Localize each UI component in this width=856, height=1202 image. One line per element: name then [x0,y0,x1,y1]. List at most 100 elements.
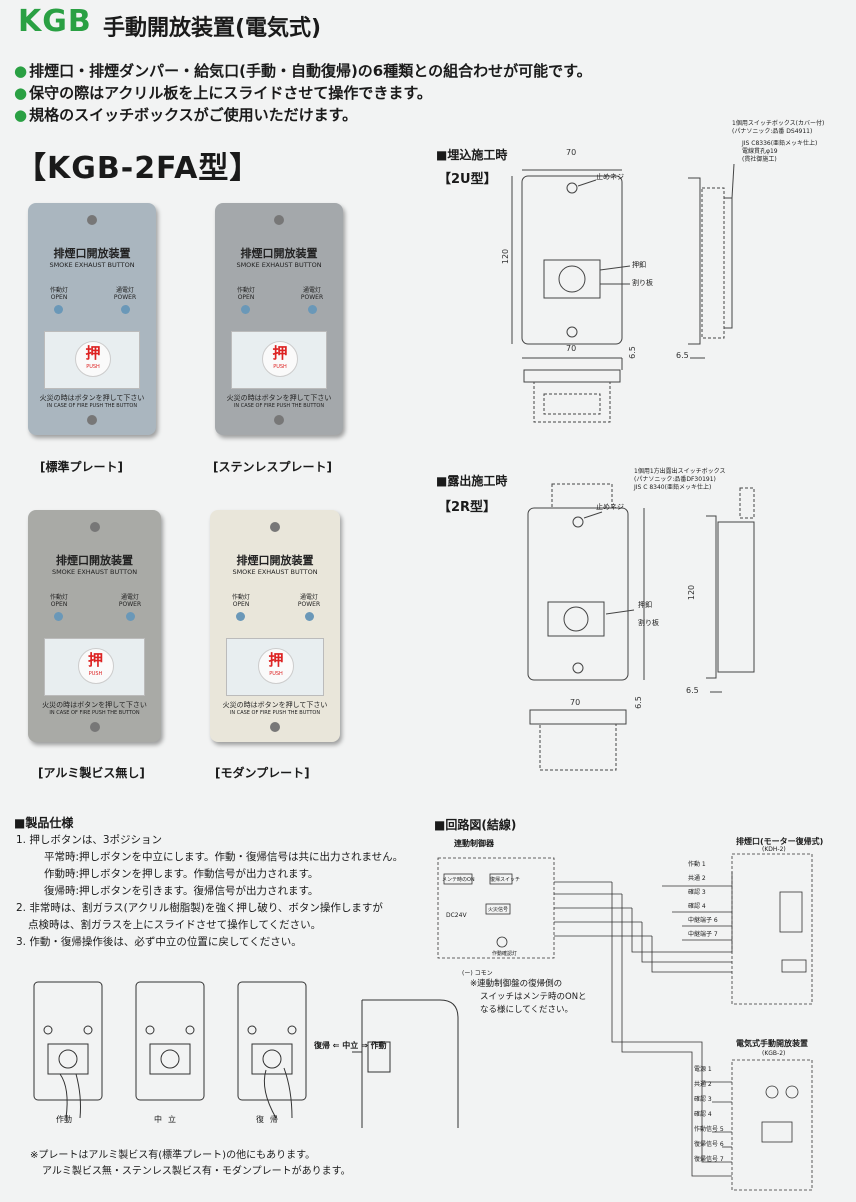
flush-box-notes: 1個用スイッチボックス(カバー付)(パナソニック:品番 DS4911) [732,120,825,135]
flush-label-screw: 止めネジ [596,173,624,181]
kgb-model: (KGB-2) [762,1050,786,1057]
plate-subtitle: SMOKE EXHAUST BUTTON [236,261,322,269]
spec-line: 点検時は、割ガラスを上にスライドさせて操作してください。 [28,919,322,931]
exposed-section-title: ■露出施工時 [436,474,508,488]
plate-caption-stainless: [ステンレスプレート] [213,460,332,474]
controller-label: 火災信号 [488,907,509,913]
spec-line: 作動時:押しボタンを押します。作動信号が出力されます。 [44,868,319,880]
exposed-depth-dim-2: 6.5 [686,686,699,695]
controller-label: (ー) コモン [462,970,493,977]
screw-icon [87,415,97,425]
screw-icon [270,522,280,532]
damper-model: (KDH-2) [762,846,786,853]
exposed-label-glass: 割り板 [638,619,659,627]
power-lamp-icon [308,305,317,314]
circuit-diagram: 連動制御器 メンテ時のON 復帰スイッチ 火災信号 DC24V 作動確認灯 (ー… [432,832,856,1198]
spec-list: 1. 押しボタンは、3ポジション 平常時:押しボタンを中立にします。作動・復帰信… [16,832,426,951]
plate-footer-en: IN CASE OF FIRE PUSH THE BUTTON [233,403,325,409]
plate-footer: 火災の時はボタンを押して下さい [222,701,328,709]
screw-icon [89,722,100,732]
power-lamp-icon [126,612,135,621]
flush-depth-dim: 6.5 [627,346,637,359]
pos-label-reset: 復帰 [256,1115,284,1124]
exposed-box-notes: 1個用1方出露出スイッチボックス(パナソニック:品番DF30191)JIS C … [634,468,726,491]
flush-section-title: ■埋込施工時 [436,148,508,162]
flush-height-dim: 120 [501,248,511,265]
brand-title: KGB [18,4,92,39]
operation-sketches: 作動 中立 復帰 復帰 ⇐ 中立 ⇒ 作動 [30,978,470,1128]
kgb-title: 電気式手動開放装置 [736,1039,808,1048]
plate-subtitle: SMOKE EXHAUST BUTTON [232,568,318,576]
flush-drawing: 70 120 70 6.5 6.5 止めネジ 押釦 割り板 1個用スイッチボック… [500,120,856,458]
open-lamp-icon [236,612,245,621]
pos-label-operate: 作動 [56,1115,72,1124]
power-lamp-icon [305,612,314,621]
plate-caption-modern: [モダンプレート] [215,766,310,780]
flush-depth-dim-2: 6.5 [676,351,689,360]
feature-bullet-1: ●排煙口・排煙ダンパー・給気口(手動・自動復帰)の6種類との組合わせが可能です。 [14,62,592,80]
plate-footer: 火災の時はボタンを押して下さい [42,701,147,709]
exposed-label-push: 押釦 [638,601,652,609]
plate-footer: 火災の時はボタンを押して下さい [226,394,332,402]
spec-section-title: ■製品仕様 [14,816,74,830]
spec-line: 復帰時:押しボタンを引きます。復帰信号が出力されます。 [44,885,319,897]
model-heading: 【KGB-2FA型】 [16,151,261,186]
open-lamp-icon [241,305,250,314]
circuit-section-title: ■回路図(結線) [434,818,517,832]
spec-line: 平常時:押しボタンを中立にします。作動・復帰信号は共に出力されません。 [44,851,404,863]
plate-title: 排煙口開放装置 [240,247,318,260]
plate-footer-en: IN CASE OF FIRE PUSH THE BUTTON [229,710,321,716]
plate-title: 排煙口開放装置 [56,554,133,567]
flush-label-glass: 割り板 [632,279,653,287]
plate-subtitle: SMOKE EXHAUST BUTTON [51,568,138,576]
side-labels: 復帰 ⇐ 中立 ⇒ 作動 [314,1041,387,1050]
controller-title: 連動制御器 [454,839,494,848]
exposed-depth-dim: 6.5 [633,696,643,709]
plate-note: ※プレートはアルミ製ビス有(標準プレート)の他にもあります。 アルミ製ビス無・ス… [30,1150,351,1177]
exposed-label-screw: 止めネジ [596,503,624,511]
spec-line: 2. 非常時は、割ガラス(アクリル樹脂製)を強く押し破り、ボタン操作しますが [16,902,383,914]
feature-bullet-3: ●規格のスイッチボックスがご使用いただけます。 [14,106,358,124]
damper-title: 排煙口(モーター復帰式) [736,837,824,846]
circuit-note: ※連動制御盤の復帰側の スイッチはメンテ時のONと なる様にしてください。 [470,979,587,1015]
exposed-height-dim: 120 [687,584,697,601]
flush-label-push: 押釦 [632,261,646,269]
plate-footer-en: IN CASE OF FIRE PUSH THE BUTTON [46,403,138,409]
screw-icon [270,722,280,732]
controller-label: メンテ時のON [442,877,475,883]
exposed-type-label: 【2R型】 [438,500,497,515]
open-lamp-icon [54,305,63,314]
plate-footer-en: IN CASE OF FIRE PUSH THE BUTTON [49,710,140,716]
flush-type-label: 【2U型】 [438,172,497,187]
plate-caption-standard: [標準プレート] [40,460,123,474]
open-lamp-icon [54,612,63,621]
plate-title: 排煙口開放装置 [236,554,314,567]
controller-label: DC24V [446,912,467,919]
plate-caption-aluminum: [アルミ製ビス無し] [38,766,145,780]
power-lamp-icon [121,305,130,314]
plate-subtitle: SMOKE EXHAUST BUTTON [49,261,135,269]
flush-width-dim: 70 [566,148,577,157]
spec-line: 3. 作動・復帰操作後は、必ず中立の位置に戻してください。 [16,936,302,948]
feature-bullet-2: ●保守の際はアクリル板を上にスライドさせて操作できます。 [14,84,432,102]
exposed-width-dim: 70 [570,698,581,707]
flush-width-dim-2: 70 [566,344,577,353]
spec-line: 1. 押しボタンは、3ポジション [16,834,163,846]
flush-box-notes-2: JIS C8336(亜鉛メッキ仕上)電線貫孔φ19(貫社御施工) [742,140,818,163]
